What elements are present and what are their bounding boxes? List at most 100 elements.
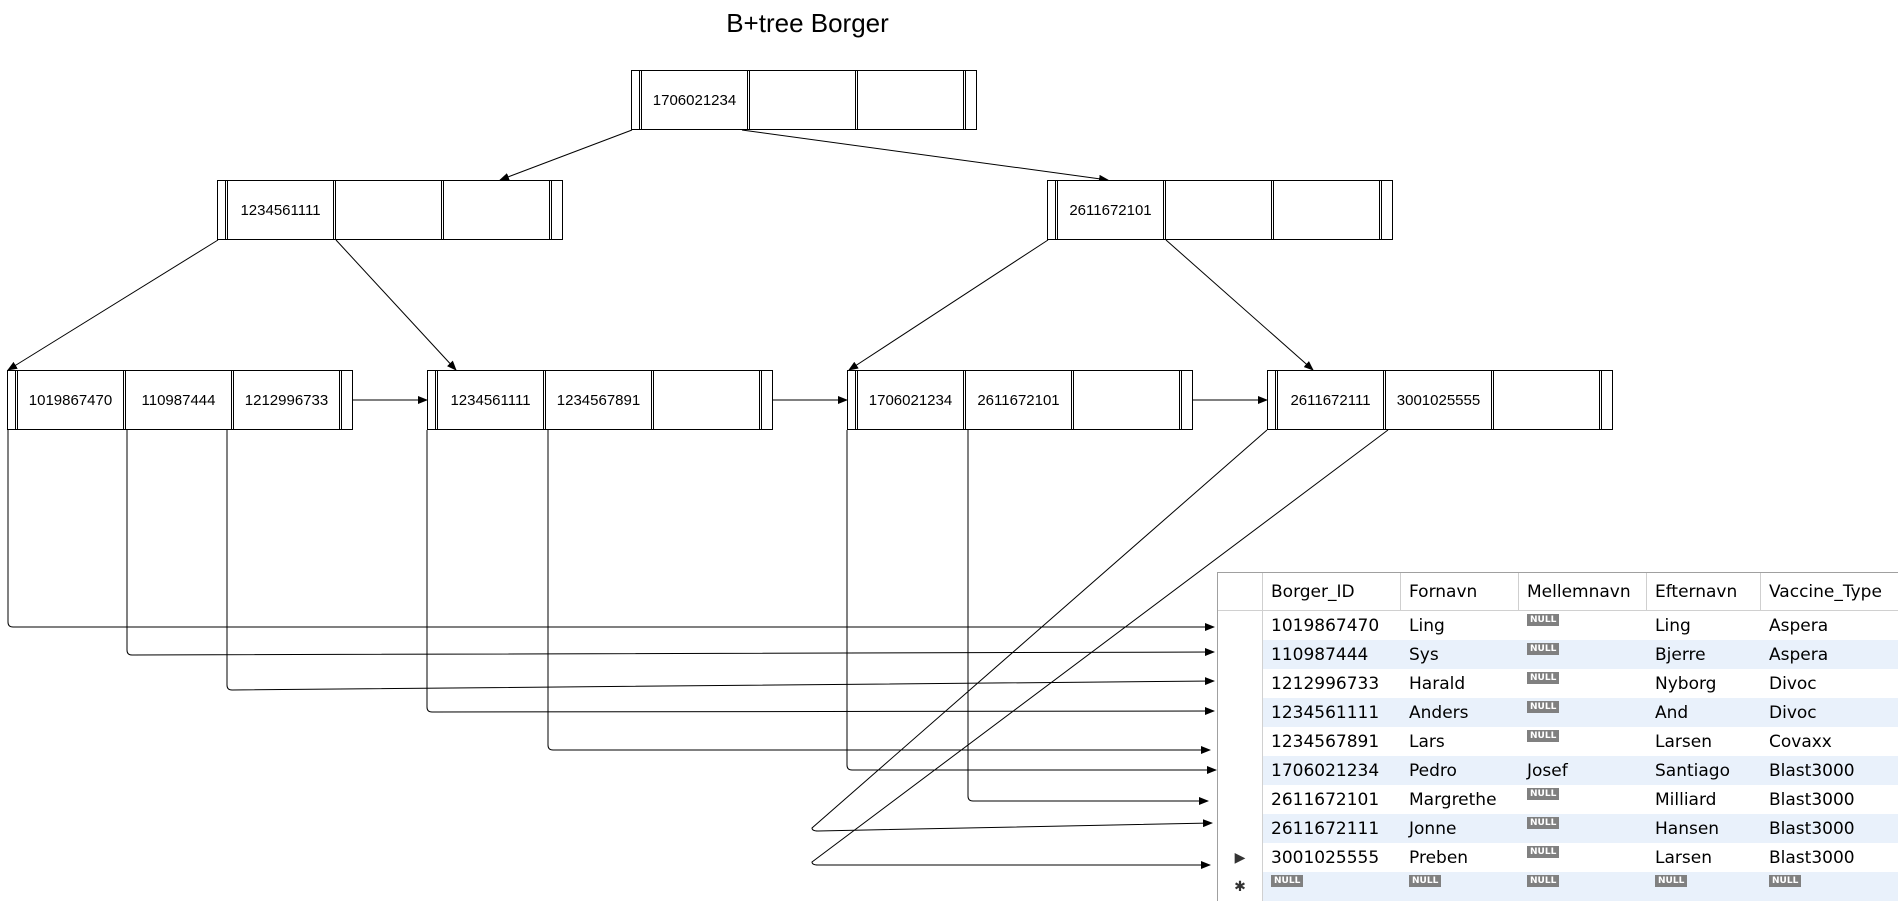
table-row[interactable]: ▶ 3001025555 Preben NULL Larsen Blast3000 bbox=[1218, 843, 1898, 872]
cell-efternavn[interactable]: NULL bbox=[1647, 872, 1761, 901]
cell-mellemnavn[interactable]: NULL bbox=[1519, 640, 1647, 669]
cell-mellemnavn[interactable]: NULL bbox=[1519, 669, 1647, 698]
cell-mellemnavn[interactable]: NULL bbox=[1519, 814, 1647, 843]
edge-root-right bbox=[741, 129, 1109, 183]
cell-fornavn[interactable]: Jonne bbox=[1409, 818, 1457, 839]
table-row[interactable]: 1234567891 Lars NULL Larsen Covaxx bbox=[1218, 727, 1898, 756]
table-row[interactable]: 110987444 Sys NULL Bjerre Aspera bbox=[1218, 640, 1898, 669]
record-pointer-110987444 bbox=[126, 430, 1215, 657]
cell-fornavn[interactable]: NULL bbox=[1401, 872, 1519, 901]
column-header-efternavn[interactable]: Efternavn bbox=[1647, 573, 1761, 610]
record-pointer-2611672101 bbox=[967, 430, 1209, 805]
cell-mellemnavn[interactable]: NULL bbox=[1519, 785, 1647, 814]
row-selector[interactable] bbox=[1218, 611, 1263, 640]
node-key bbox=[1074, 371, 1182, 429]
table-row[interactable]: 1019867470 Ling NULL Ling Aspera bbox=[1218, 611, 1898, 640]
column-header-fornavn[interactable]: Fornavn bbox=[1401, 573, 1519, 610]
column-header-borger-id[interactable]: Borger_ID bbox=[1263, 573, 1401, 610]
table-row[interactable]: 2611672101 Margrethe NULL Milliard Blast3000 bbox=[1218, 785, 1898, 814]
cell-vaccine-type[interactable]: Divoc bbox=[1769, 702, 1817, 723]
cell-vaccine-type[interactable]: Aspera bbox=[1769, 615, 1829, 636]
cell-borger-id[interactable]: 2611672101 bbox=[1271, 789, 1380, 810]
cell-borger-id[interactable]: 1706021234 bbox=[1271, 760, 1380, 781]
cell-vaccine-type[interactable]: Aspera bbox=[1769, 644, 1829, 665]
row-selector[interactable]: ✱ bbox=[1218, 872, 1263, 901]
node-pointer bbox=[848, 371, 858, 429]
node-key: 1234561111 bbox=[228, 181, 336, 239]
record-pointer-2611672111 bbox=[811, 429, 1268, 832]
cell-efternavn[interactable]: Santiago bbox=[1655, 760, 1730, 781]
borger-result-grid[interactable]: Borger_ID Fornavn Mellemnavn Efternavn V… bbox=[1217, 572, 1898, 901]
node-pointer bbox=[8, 371, 18, 429]
cell-vaccine-type[interactable]: Covaxx bbox=[1769, 731, 1832, 752]
row-selector[interactable] bbox=[1218, 669, 1263, 698]
cell-efternavn[interactable]: Milliard bbox=[1655, 789, 1717, 810]
cell-fornavn[interactable]: Margrethe bbox=[1409, 789, 1497, 810]
cell-fornavn[interactable]: Anders bbox=[1409, 702, 1469, 723]
cell-vaccine-type[interactable]: NULL bbox=[1761, 872, 1898, 901]
cell-fornavn[interactable]: Sys bbox=[1409, 644, 1439, 665]
node-pointer bbox=[1602, 371, 1612, 429]
edge-left-leaf2 bbox=[335, 239, 457, 371]
row-selector[interactable]: ▶ bbox=[1218, 843, 1263, 872]
row-selector-header bbox=[1218, 573, 1263, 610]
cell-borger-id[interactable]: 1234561111 bbox=[1271, 702, 1380, 723]
cell-vaccine-type[interactable]: Blast3000 bbox=[1769, 847, 1855, 868]
table-row[interactable]: 1706021234 Pedro Josef Santiago Blast3000 bbox=[1218, 756, 1898, 785]
cell-efternavn[interactable]: Larsen bbox=[1655, 847, 1712, 868]
column-header-vaccine-type[interactable]: Vaccine_Type bbox=[1761, 573, 1898, 610]
edge-left-leaf1 bbox=[7, 239, 219, 371]
row-selector[interactable] bbox=[1218, 785, 1263, 814]
node-pointer bbox=[762, 371, 772, 429]
table-row[interactable]: 2611672111 Jonne NULL Hansen Blast3000 bbox=[1218, 814, 1898, 843]
cell-mellemnavn[interactable]: NULL bbox=[1519, 872, 1647, 901]
cell-efternavn[interactable]: Ling bbox=[1655, 615, 1691, 636]
record-pointer-1706021234 bbox=[846, 430, 1217, 774]
leaf-node-1: 1019867470 110987444 1212996733 bbox=[7, 370, 353, 430]
root-node: 1706021234 bbox=[631, 70, 977, 130]
cell-borger-id[interactable]: NULL bbox=[1263, 872, 1401, 901]
cell-vaccine-type[interactable]: Blast3000 bbox=[1769, 760, 1855, 781]
cell-borger-id[interactable]: 2611672111 bbox=[1271, 818, 1380, 839]
cell-efternavn[interactable]: Hansen bbox=[1655, 818, 1720, 839]
row-selector[interactable] bbox=[1218, 756, 1263, 785]
cell-fornavn[interactable]: Harald bbox=[1409, 673, 1466, 694]
cell-mellemnavn[interactable]: NULL bbox=[1519, 611, 1647, 640]
cell-efternavn[interactable]: And bbox=[1655, 702, 1689, 723]
cell-borger-id[interactable]: 3001025555 bbox=[1271, 847, 1380, 868]
cell-fornavn[interactable]: Lars bbox=[1409, 731, 1445, 752]
cell-vaccine-type[interactable]: Divoc bbox=[1769, 673, 1817, 694]
cell-fornavn[interactable]: Ling bbox=[1409, 615, 1445, 636]
cell-mellemnavn[interactable]: NULL bbox=[1519, 727, 1647, 756]
cell-borger-id[interactable]: 110987444 bbox=[1271, 644, 1369, 665]
row-selector[interactable] bbox=[1218, 698, 1263, 727]
new-row-icon: ✱ bbox=[1234, 878, 1246, 895]
cell-borger-id[interactable]: 1212996733 bbox=[1271, 673, 1380, 694]
cell-efternavn[interactable]: Larsen bbox=[1655, 731, 1712, 752]
cell-fornavn[interactable]: Preben bbox=[1409, 847, 1469, 868]
cell-efternavn[interactable]: Nyborg bbox=[1655, 673, 1717, 694]
cell-mellemnavn[interactable]: Josef bbox=[1527, 760, 1568, 781]
column-header-mellemnavn[interactable]: Mellemnavn bbox=[1519, 573, 1647, 610]
node-key: 2611672101 bbox=[966, 371, 1074, 429]
row-selector[interactable] bbox=[1218, 814, 1263, 843]
record-pointer-1234567891 bbox=[547, 430, 1211, 754]
cell-borger-id[interactable]: 1019867470 bbox=[1271, 615, 1380, 636]
null-badge: NULL bbox=[1527, 730, 1560, 742]
cell-efternavn[interactable]: Bjerre bbox=[1655, 644, 1706, 665]
null-badge: NULL bbox=[1527, 643, 1560, 655]
cell-vaccine-type[interactable]: Blast3000 bbox=[1769, 789, 1855, 810]
node-key: 2611672101 bbox=[1058, 181, 1166, 239]
cell-vaccine-type[interactable]: Blast3000 bbox=[1769, 818, 1855, 839]
row-selector[interactable] bbox=[1218, 727, 1263, 756]
table-row[interactable]: 1234561111 Anders NULL And Divoc bbox=[1218, 698, 1898, 727]
cell-fornavn[interactable]: Pedro bbox=[1409, 760, 1457, 781]
null-badge: NULL bbox=[1527, 846, 1560, 858]
cell-borger-id[interactable]: 1234567891 bbox=[1271, 731, 1380, 752]
table-row[interactable]: 1212996733 Harald NULL Nyborg Divoc bbox=[1218, 669, 1898, 698]
cell-mellemnavn[interactable]: NULL bbox=[1519, 843, 1647, 872]
row-selector[interactable] bbox=[1218, 640, 1263, 669]
cell-mellemnavn[interactable]: NULL bbox=[1519, 698, 1647, 727]
